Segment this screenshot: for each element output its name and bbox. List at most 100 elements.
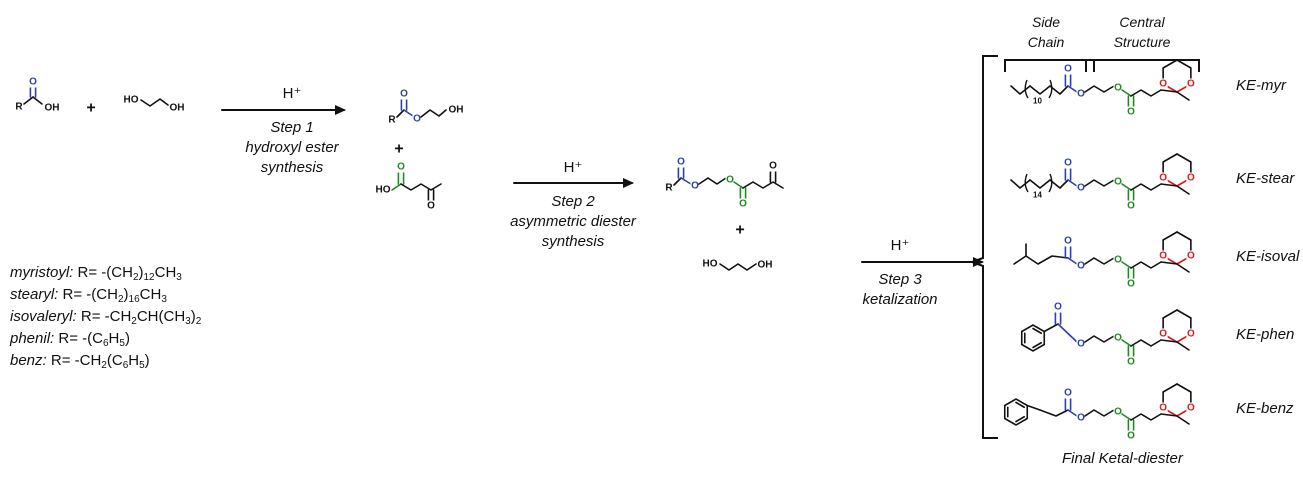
header-bracket-path	[1004, 59, 1095, 72]
product-label-ke-stear: KE-stear	[1236, 170, 1295, 187]
atom-backdrop	[768, 160, 778, 172]
chain-bonds	[1029, 179, 1051, 189]
r-group-atom: R	[388, 115, 396, 126]
repeat-bracket	[1048, 79, 1053, 99]
atom-backdrop	[1076, 182, 1086, 194]
bond	[1176, 309, 1192, 319]
plus-2: +	[394, 141, 403, 158]
atom-backdrop	[1186, 250, 1196, 262]
hydroxyl-group: OH	[45, 103, 60, 114]
bond	[1176, 341, 1190, 351]
atom-backdrop	[1063, 387, 1073, 399]
oxygen-atom: O	[1159, 251, 1167, 262]
chain-bonds	[420, 109, 447, 118]
chain-bonds	[1084, 85, 1115, 93]
chain-bonds	[400, 183, 442, 191]
oxygen-atom: O	[1077, 339, 1085, 350]
chain-bonds	[1029, 85, 1051, 95]
oxygen-atom: O	[1187, 251, 1195, 262]
bond	[403, 109, 414, 117]
atom-backdrop	[725, 174, 735, 186]
atom-backdrop	[1158, 328, 1168, 340]
oxygen-atom: O	[1127, 279, 1135, 290]
oxygen-atom: O	[1159, 173, 1167, 184]
bond	[1160, 413, 1178, 417]
product-label-ke-benz: KE-benz	[1236, 400, 1294, 417]
atom-backdrop	[1053, 301, 1063, 313]
hydroxyl-group: HO	[703, 259, 718, 270]
atom-backdrop	[1186, 78, 1196, 90]
atom-backdrop	[1076, 88, 1086, 100]
step2-label-block: H⁺ Step 2 asymmetric diester synthesis	[498, 158, 648, 252]
bond	[1067, 179, 1078, 187]
atom-backdrop	[426, 200, 436, 212]
chain-bonds	[1084, 179, 1115, 187]
bond	[1160, 183, 1178, 187]
oxygen-atom: O	[1077, 261, 1085, 272]
hydroxyl-group: HO	[124, 95, 139, 106]
atom-backdrop	[1113, 82, 1123, 94]
atom-backdrop	[396, 161, 406, 173]
bond	[1067, 257, 1078, 265]
product-label-ke-myr: KE-myr	[1236, 77, 1286, 94]
final-product-caption: Final Ketal-diester	[1062, 450, 1183, 467]
oxygen-atom: O	[1114, 333, 1122, 344]
oxygen-atom: O	[1187, 79, 1195, 90]
oxygen-atom: O	[1114, 407, 1122, 418]
bond	[1160, 261, 1178, 265]
bond	[1176, 231, 1192, 241]
plus-3: +	[735, 222, 744, 239]
plus-sign: +	[86, 100, 95, 117]
bond	[1032, 327, 1043, 335]
oxygen-atom: O	[769, 161, 777, 172]
r-group-atom: R	[15, 102, 23, 113]
r-group-row: stearyl: R= -(CH2)16CH3	[10, 286, 167, 305]
chain-bonds	[1049, 85, 1069, 95]
atom-backdrop	[1113, 176, 1123, 188]
chain-bonds	[1049, 179, 1069, 189]
product-label-ke-phen: KE-phen	[1236, 326, 1295, 343]
bond	[1176, 59, 1192, 69]
oxygen-atom: O	[1064, 158, 1072, 169]
chain-bonds	[719, 263, 757, 271]
bond	[32, 96, 43, 105]
bond	[1067, 85, 1078, 93]
atom-backdrop	[1126, 106, 1136, 118]
atom-backdrop	[1063, 63, 1073, 75]
chain-bonds	[1130, 339, 1162, 347]
bond	[673, 177, 682, 186]
oxygen-atom: O	[1054, 302, 1062, 313]
atom-backdrop	[1113, 254, 1123, 266]
r-group-list: myristoyl: R= -(CH2)12CH3 stearyl: R= -(…	[10, 262, 201, 372]
bond	[1121, 183, 1132, 191]
side-chain-bracket	[1004, 59, 1095, 72]
atom-backdrop	[1063, 157, 1073, 169]
oxygen-atom: O	[427, 201, 435, 212]
bond	[1176, 415, 1190, 425]
oxygen-atom: O	[1127, 107, 1135, 118]
r-group-row: isovaleryl: R= -CH2CH(CH3)2	[10, 308, 202, 327]
oxygen-atom: O	[1064, 64, 1072, 75]
r-group-row: benz: R= -CH2(C6H5)	[10, 352, 150, 371]
atom-backdrop	[1158, 172, 1168, 184]
step3-arrow	[861, 257, 984, 267]
step1-desc-line1: hydroxyl ester	[245, 139, 339, 156]
atom-backdrop	[1076, 338, 1086, 350]
atom-backdrop	[738, 198, 748, 210]
bond	[1057, 323, 1078, 343]
chain-bonds	[1084, 335, 1115, 343]
plus-1: +	[86, 100, 95, 117]
oxygen-atom: O	[29, 77, 37, 88]
repeat-bracket	[1048, 173, 1053, 193]
chain-bonds	[140, 98, 169, 107]
bond	[1067, 409, 1078, 417]
central-structure-bracket	[1085, 59, 1200, 72]
atom-backdrop	[28, 76, 38, 88]
atom-backdrop	[1113, 406, 1123, 418]
atom-backdrop	[1076, 412, 1086, 424]
